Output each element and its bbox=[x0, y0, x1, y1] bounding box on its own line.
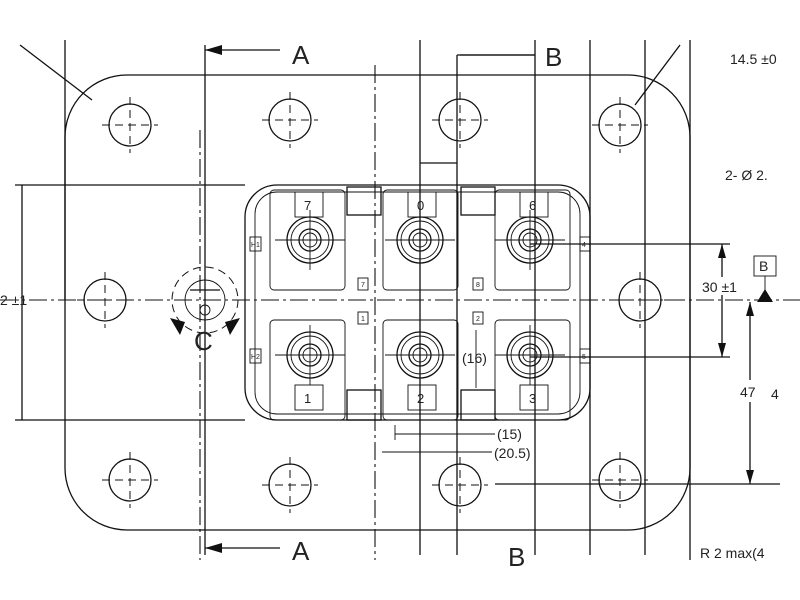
svg-text:H2: H2 bbox=[251, 354, 260, 361]
vertical-lines bbox=[64, 40, 691, 560]
dimension-left: 2 ±1 bbox=[0, 185, 27, 420]
small-labels: H1 H2 7 1 8 2 4 5 bbox=[249, 236, 591, 364]
svg-text:B: B bbox=[759, 258, 768, 274]
mounting-hole bbox=[262, 457, 318, 513]
section-b-bottom: B bbox=[508, 542, 525, 572]
svg-text:7: 7 bbox=[304, 198, 311, 213]
svg-text:7: 7 bbox=[361, 282, 365, 289]
svg-text:30 ±1: 30 ±1 bbox=[702, 279, 737, 295]
section-b-top: B bbox=[460, 42, 562, 72]
datum-b: B bbox=[753, 255, 777, 302]
svg-text:A: A bbox=[292, 40, 310, 70]
svg-text:C: C bbox=[194, 326, 213, 356]
svg-text:H1: H1 bbox=[251, 242, 260, 249]
section-a-top: A bbox=[205, 40, 310, 70]
dimension-15: (15) bbox=[394, 425, 522, 442]
svg-text:4: 4 bbox=[771, 386, 779, 402]
dimension-47: 47 4 bbox=[738, 302, 779, 484]
view-c-symbol: C bbox=[170, 266, 240, 356]
mounting-hole bbox=[592, 452, 648, 508]
svg-text:B: B bbox=[545, 42, 562, 72]
mounting-hole bbox=[432, 457, 488, 513]
mounting-holes bbox=[77, 92, 668, 513]
dimension-radius: R 2 max(4 bbox=[700, 545, 765, 561]
screw-terminal bbox=[275, 210, 345, 270]
mounting-hole bbox=[77, 272, 133, 328]
module-inner-outline bbox=[254, 191, 581, 415]
terminal-blocks bbox=[269, 186, 571, 421]
dimension-30: 30 ±1 bbox=[700, 244, 742, 357]
svg-text:(16): (16) bbox=[462, 350, 487, 366]
dimension-14-5: 14.5 ±0 bbox=[730, 51, 777, 67]
screw-terminal bbox=[385, 210, 455, 270]
mounting-hole bbox=[102, 97, 158, 153]
mounting-hole bbox=[612, 272, 668, 328]
svg-text:1: 1 bbox=[304, 391, 311, 406]
leader-line-left bbox=[19, 44, 93, 101]
mounting-hole bbox=[592, 97, 648, 153]
screw-terminal bbox=[275, 325, 345, 385]
screw-terminal bbox=[495, 325, 565, 385]
svg-text:4: 4 bbox=[582, 242, 586, 249]
mounting-hole bbox=[262, 92, 318, 148]
svg-text:3: 3 bbox=[529, 391, 536, 406]
svg-text:(15): (15) bbox=[497, 426, 522, 442]
leader-line-right bbox=[634, 44, 681, 106]
svg-text:B: B bbox=[508, 542, 525, 572]
svg-text:2 ±1: 2 ±1 bbox=[0, 292, 27, 308]
pin-labels: 7 0 6 1 2 3 bbox=[294, 191, 549, 411]
svg-text:1: 1 bbox=[361, 316, 365, 323]
svg-text:A: A bbox=[292, 536, 310, 566]
svg-text:2: 2 bbox=[476, 316, 480, 323]
dimension-20-5: (20.5) bbox=[382, 445, 531, 461]
screw-terminal bbox=[385, 325, 455, 385]
svg-text:5: 5 bbox=[582, 354, 586, 361]
dimension-holes: 2- Ø 2. bbox=[725, 167, 768, 183]
svg-text:6: 6 bbox=[529, 198, 536, 213]
mounting-hole bbox=[102, 452, 158, 508]
svg-text:8: 8 bbox=[476, 282, 480, 289]
svg-text:(20.5): (20.5) bbox=[494, 445, 531, 461]
section-a-bottom: A bbox=[205, 536, 310, 566]
svg-text:47: 47 bbox=[740, 384, 756, 400]
base-plate-outline bbox=[64, 74, 691, 531]
dimension-16: (16) bbox=[462, 330, 487, 388]
mounting-hole bbox=[432, 92, 488, 148]
screw-terminal bbox=[495, 210, 565, 270]
svg-text:2: 2 bbox=[417, 391, 424, 406]
svg-text:0: 0 bbox=[417, 198, 424, 213]
